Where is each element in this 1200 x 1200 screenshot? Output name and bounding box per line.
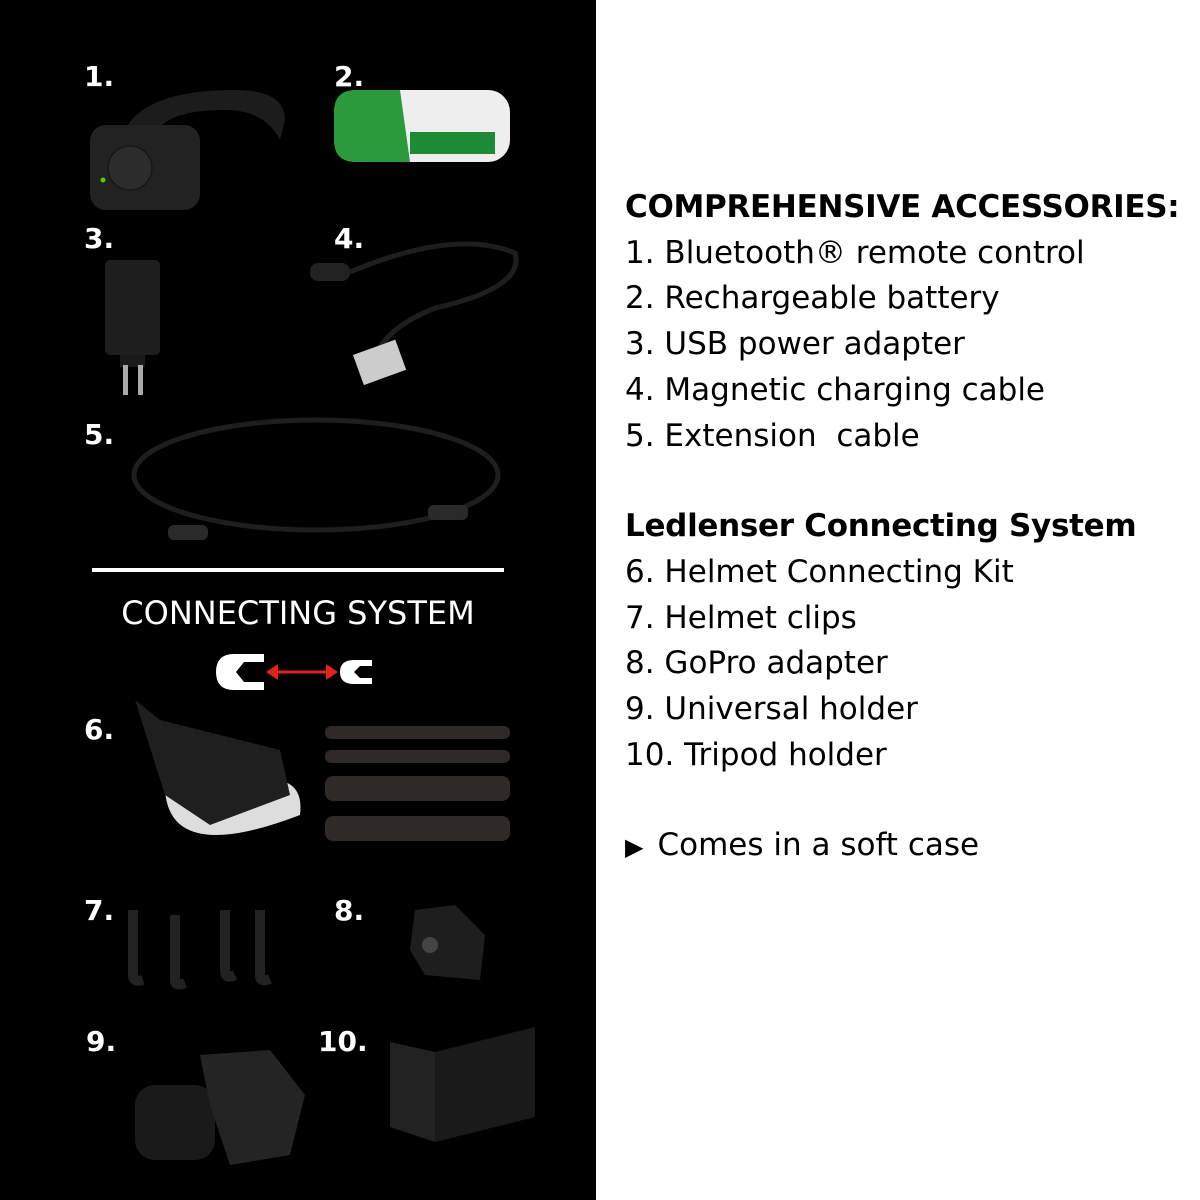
straps-image xyxy=(325,726,510,841)
soft-case-note: ▶ Comes in a soft case xyxy=(625,823,1179,871)
list-item: 2. Rechargeable battery xyxy=(625,280,1000,317)
helmet-clips-image xyxy=(128,910,272,990)
accessories-text: COMPREHENSIVE ACCESSORIES: 1. Bluetooth®… xyxy=(625,185,1180,871)
item-number: 6. xyxy=(84,713,115,746)
item-number: 3. xyxy=(84,222,115,255)
item-number: 4. xyxy=(334,222,365,255)
usb-adapter-image xyxy=(105,260,160,395)
list-item: 8. GoPro adapter xyxy=(625,645,888,682)
section-divider xyxy=(92,568,504,572)
item-number: 8. xyxy=(334,894,365,927)
item-number: 9. xyxy=(86,1025,117,1058)
helmet-kit-image xyxy=(135,700,301,835)
connecting-system-title: CONNECTING SYSTEM xyxy=(121,594,475,632)
magnetic-cable-image xyxy=(310,241,519,386)
list-item: 3. USB power adapter xyxy=(625,326,965,363)
connecting-system-logo xyxy=(216,654,372,690)
tripod-holder-image xyxy=(390,1027,535,1142)
item-number: 2. xyxy=(334,60,365,93)
list-item: 9. Universal holder xyxy=(625,691,918,728)
list-item: 6. Helmet Connecting Kit xyxy=(625,553,1014,590)
remote-control-image xyxy=(90,90,285,210)
triangle-bullet-icon: ▶ xyxy=(625,833,644,862)
gopro-adapter-image xyxy=(410,905,485,980)
item-number: 5. xyxy=(84,418,115,451)
soft-case-text: Comes in a soft case xyxy=(657,827,980,864)
list-item: 10. Tripod holder xyxy=(625,736,887,773)
battery-image xyxy=(334,90,510,162)
universal-holder-image xyxy=(135,1050,305,1165)
list-item: 5. Extension cable xyxy=(625,417,920,454)
connecting-system-heading: Ledlenser Connecting System xyxy=(625,508,1137,545)
product-panel: 1. 2. 3. 4. 5. 6. 7. 8. 9. 10. CONNECTIN… xyxy=(0,0,596,1200)
item-number: 10. xyxy=(318,1025,368,1058)
list-item: 7. Helmet clips xyxy=(625,599,857,636)
accessories-heading: COMPREHENSIVE ACCESSORIES: xyxy=(625,189,1180,225)
extension-cable-image xyxy=(131,417,501,540)
list-item: 4. Magnetic charging cable xyxy=(625,371,1045,408)
item-number: 1. xyxy=(84,60,115,93)
list-item: 1. Bluetooth® remote control xyxy=(625,234,1085,271)
item-number: 7. xyxy=(84,894,115,927)
